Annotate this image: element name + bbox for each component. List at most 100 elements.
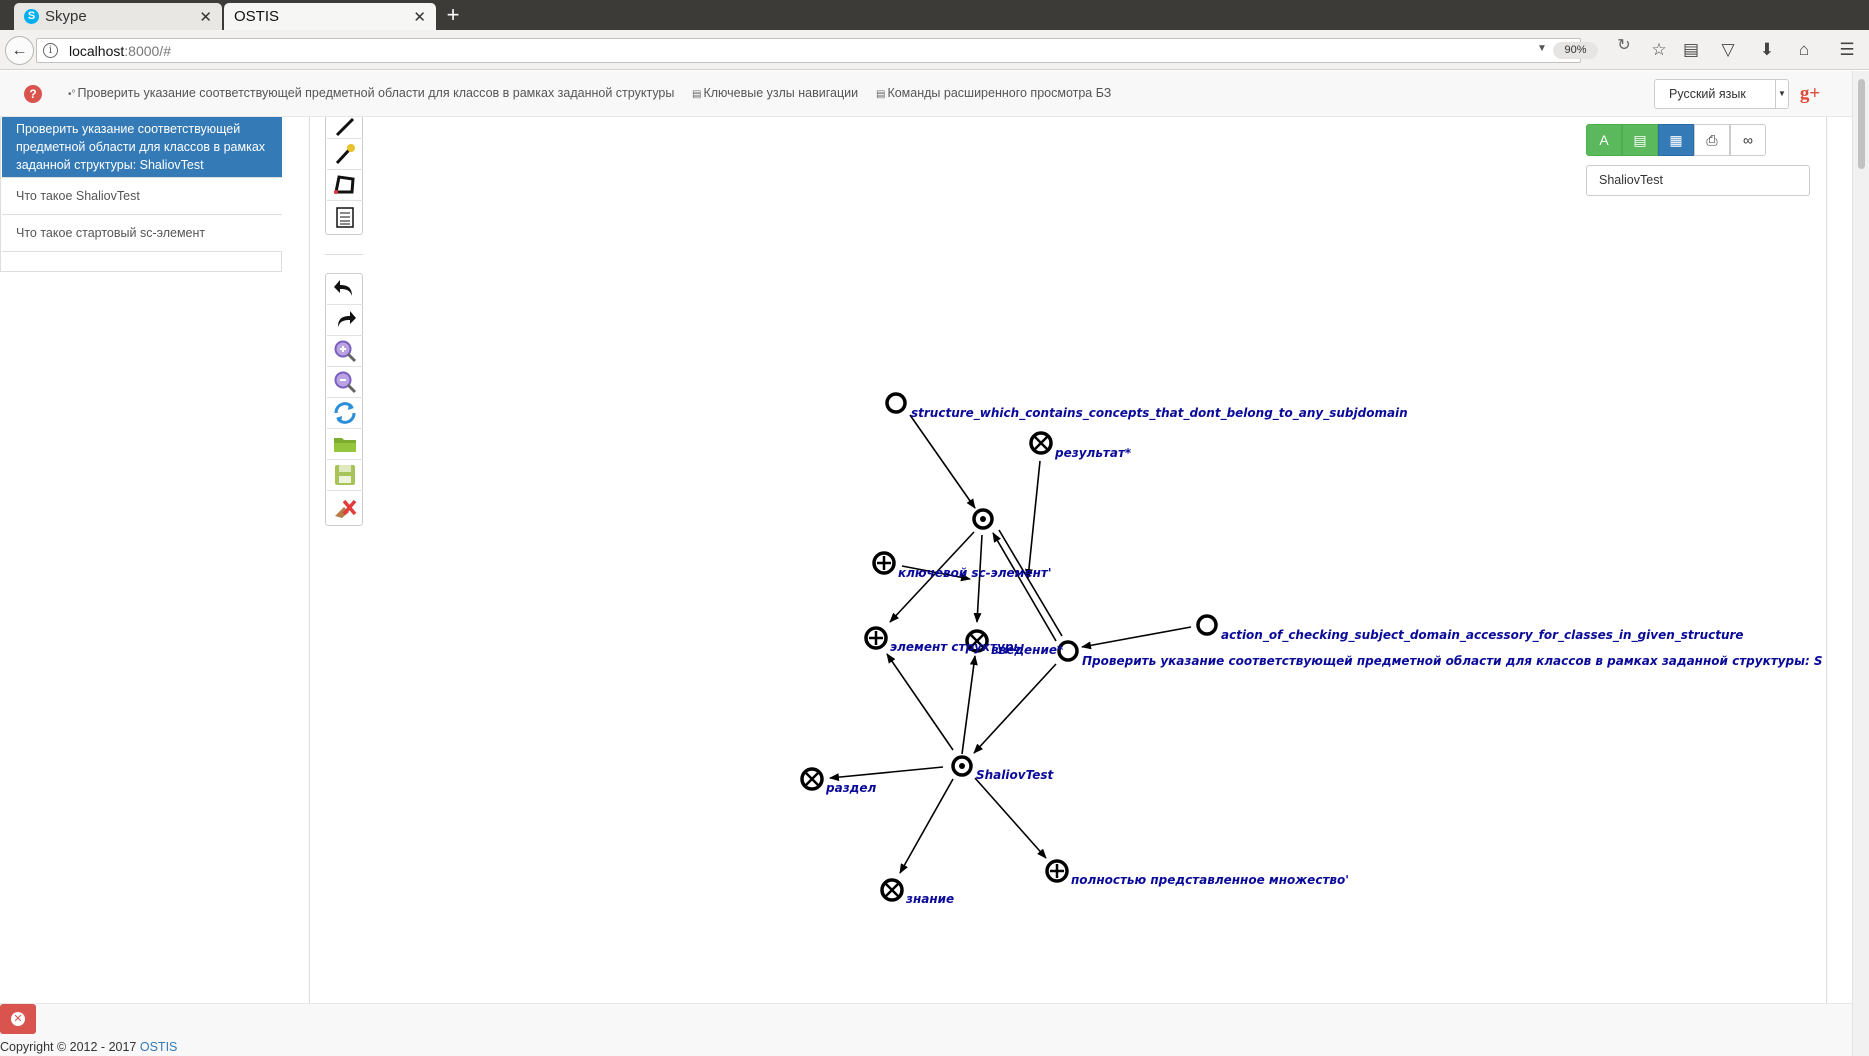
reading-list-icon[interactable]: ▤	[1682, 40, 1700, 59]
copyright-text: Copyright © 2012 - 2017 OSTIS	[0, 1040, 177, 1054]
history-item-label: Проверить указание соответствующей предм…	[16, 122, 266, 172]
graph-node-result[interactable]	[1029, 431, 1053, 455]
graph-arc[interactable]	[899, 778, 954, 874]
scrollbar-thumb[interactable]	[1858, 79, 1865, 169]
menu-item-label: Ключевые узлы навигации	[703, 86, 859, 100]
graph-label-knowledge: знание	[905, 892, 954, 906]
graph-arc[interactable]	[998, 529, 1063, 637]
graph-arc[interactable]	[909, 414, 976, 509]
scg-graph: structure_which_contains_concepts_that_d…	[800, 392, 1822, 906]
footer	[0, 1003, 1852, 1056]
tab-ostis-title: OSTIS	[234, 8, 280, 25]
skype-icon: S	[24, 9, 39, 24]
graph-node-struct-element[interactable]	[864, 626, 888, 650]
save-icon[interactable]	[327, 460, 363, 491]
graph-label-key-element: ключевой sc-элемент'	[898, 566, 1052, 580]
menu-item-label: Проверить указание соответствующей предм…	[77, 86, 675, 100]
contour-tool-icon[interactable]	[327, 170, 363, 201]
history-panel: Проверить указание соответствующей предм…	[0, 117, 282, 272]
history-item-what-is-start-element[interactable]: Что такое стартовый sc-элемент	[2, 215, 282, 252]
list-view-icon[interactable]: ▤	[1622, 124, 1658, 156]
graph-arc[interactable]	[973, 534, 983, 623]
copyright-label: Copyright © 2012 - 2017	[0, 1040, 137, 1054]
notepad-icon[interactable]	[327, 201, 363, 232]
chevron-down-icon[interactable]: ▼	[1537, 43, 1547, 54]
graph-node-knowledge[interactable]	[880, 878, 904, 902]
history-item-what-is-shaliovtest[interactable]: Что такое ShaliovTest	[2, 178, 282, 215]
reload-icon[interactable]: ↻	[1617, 37, 1631, 54]
pocket-icon[interactable]: ▽	[1721, 40, 1735, 59]
graph-label-section: раздел	[825, 781, 876, 795]
graph-arc[interactable]	[1024, 460, 1041, 579]
graph-node-check-action[interactable]	[1057, 640, 1079, 662]
open-folder-icon[interactable]	[327, 429, 363, 460]
url-bar[interactable]: i localhost:8000/# ▼ 90%	[36, 38, 1598, 63]
graph-arc[interactable]	[886, 653, 954, 751]
refresh-icon[interactable]	[327, 398, 363, 429]
arc-tool-icon[interactable]	[327, 117, 363, 139]
bookmark-star-icon[interactable]: ☆	[1651, 40, 1667, 59]
download-icon[interactable]: ⬇	[1759, 40, 1775, 59]
graph-node-section[interactable]	[800, 767, 824, 791]
info-icon[interactable]: i	[43, 43, 58, 58]
zoom-in-icon[interactable]	[327, 336, 363, 367]
redo-icon[interactable]	[327, 305, 363, 336]
google-plus-icon[interactable]: g+	[1799, 83, 1821, 104]
graph-arc[interactable]	[961, 655, 978, 755]
page-scrollbar[interactable]	[1852, 71, 1869, 1056]
caret-down-icon: ▼	[1775, 80, 1788, 108]
graph-node-action-checking[interactable]	[1196, 614, 1218, 636]
link-icon[interactable]: ∞	[1730, 124, 1766, 156]
main-window-border	[309, 117, 310, 1003]
ostis-link[interactable]: OSTIS	[139, 1040, 178, 1054]
graph-node-full-set[interactable]	[1045, 859, 1069, 883]
back-button[interactable]: ←	[5, 36, 34, 65]
zoom-level[interactable]: 90%	[1553, 42, 1598, 59]
graph-label-full-set: полностью представленное множество'	[1071, 873, 1349, 887]
history-item-check-action[interactable]: Проверить указание соответствующей предм…	[2, 117, 282, 178]
graph-label-check-action: Проверить указание соответствующей предм…	[1082, 654, 1822, 668]
graph-node-central-structure[interactable]	[972, 508, 994, 530]
tab-ostis[interactable]: OSTIS ✕	[224, 3, 436, 30]
graph-label-shaliovtest: ShaliovTest	[976, 768, 1054, 782]
graph-arc[interactable]	[889, 531, 975, 623]
url-host: localhost	[69, 43, 125, 59]
text-view-icon[interactable]: A	[1586, 124, 1622, 156]
graph-label-structure: structure_which_contains_concepts_that_d…	[911, 406, 1408, 421]
graph-arc[interactable]	[829, 766, 944, 782]
graph-node-shaliovtest[interactable]	[951, 755, 973, 777]
graph-node-key-element[interactable]	[872, 551, 896, 575]
close-windows-button[interactable]: ✕	[0, 1004, 36, 1034]
help-icon[interactable]: ?	[24, 85, 42, 103]
graph-node-introduction[interactable]	[965, 629, 989, 653]
language-value: Русский язык	[1669, 87, 1746, 101]
home-icon[interactable]: ⌂	[1798, 40, 1810, 59]
menu-item-extended-view[interactable]: ▤Команды расширенного просмотра БЗ	[876, 86, 1111, 100]
editor-actions-group	[325, 273, 363, 526]
identifier-field[interactable]: ShaliovTest	[1586, 165, 1810, 196]
graph-label-introduction: введение*	[991, 643, 1064, 657]
graph-arc[interactable]	[1081, 626, 1192, 650]
zoom-out-icon[interactable]	[327, 367, 363, 398]
url-text: localhost:8000/#	[69, 43, 171, 59]
delete-icon[interactable]	[327, 491, 363, 522]
undo-icon[interactable]	[327, 274, 363, 305]
tab-skype[interactable]: S Skype ✕	[14, 3, 222, 30]
graph-view-icon[interactable]: ▦	[1658, 124, 1694, 156]
new-tab-button[interactable]: +	[446, 2, 460, 27]
graph-node-structure[interactable]	[885, 392, 907, 414]
list-icon: ▤	[876, 89, 886, 100]
close-icon[interactable]: ✕	[413, 9, 426, 26]
menu-item-check-subject-domain[interactable]: •°Проверить указание соответствующей пре…	[68, 86, 674, 100]
graph-arc[interactable]	[974, 777, 1047, 859]
hamburger-menu-icon[interactable]: ☰	[1839, 40, 1855, 59]
menu-item-key-nodes[interactable]: ▤Ключевые узлы навигации	[692, 86, 858, 100]
graph-arc[interactable]	[973, 663, 1057, 754]
language-select[interactable]: Русский язык ▼	[1654, 79, 1789, 109]
close-icon[interactable]: ✕	[199, 9, 212, 26]
browser-nav-bar: ← i localhost:8000/# ▼ 90% ↻ ☆ ▤ ▽ ⬇ ⌂ ☰	[0, 30, 1869, 70]
magic-wand-icon[interactable]	[327, 139, 363, 170]
graph-label-result: результат*	[1054, 446, 1132, 460]
graph-arc[interactable]	[992, 532, 1057, 642]
print-icon[interactable]: ⎙	[1694, 124, 1730, 156]
